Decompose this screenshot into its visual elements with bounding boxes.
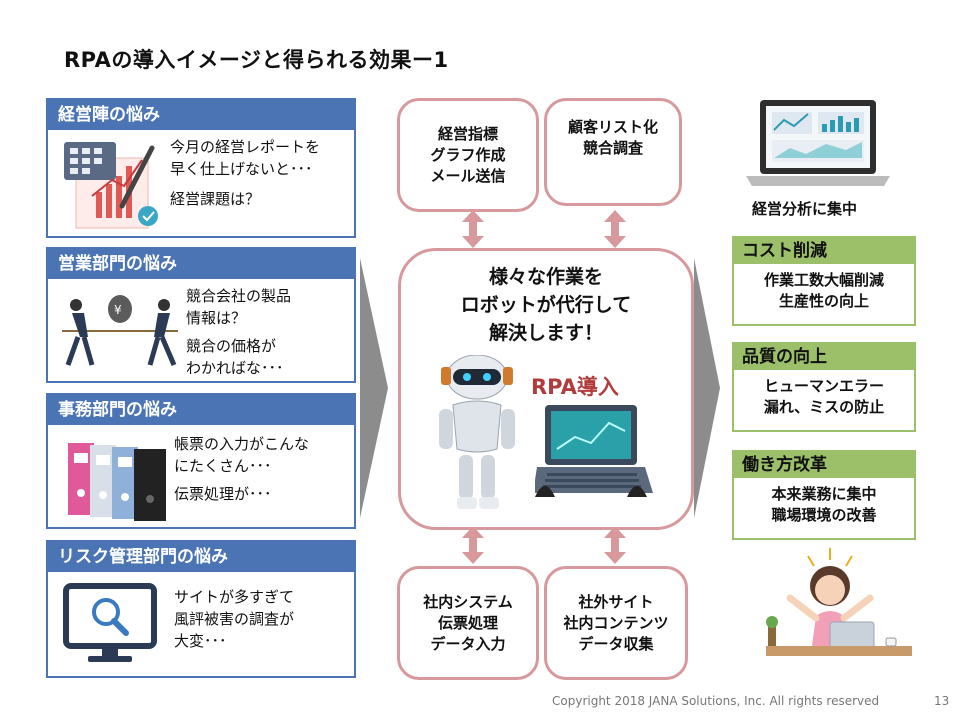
report-chart-icon (64, 142, 158, 229)
pain-box-office: 事務部門の悩み 帳票の入力がこんな にたくさん･･･ 伝票処理が･･･ (46, 393, 356, 529)
double-arrow-icon (604, 210, 626, 248)
double-arrow-icon (462, 210, 484, 248)
effect-body: 作業工数大幅削減 生産性の向上 (763, 271, 884, 310)
flow-arrow-right (694, 258, 720, 518)
task-box-management-report: 経営指標 グラフ作成 メール送信 (397, 98, 539, 212)
double-arrow-icon (462, 526, 484, 564)
effect-box-workstyle: 働き方改革 本来業務に集中 職場環境の改善 (732, 450, 916, 540)
double-arrow-icon (604, 526, 626, 564)
tug-of-war-icon: ¥ (62, 295, 178, 366)
page-number: 13 (934, 694, 950, 708)
rpa-message: 様々な作業を ロボットが代行して 解決します！ (460, 266, 632, 344)
effect-box-cost: コスト削減 作業工数大幅削減 生産性の向上 (732, 236, 916, 326)
pain-text: 帳票の入力がこんな にたくさん･･･ 伝票処理が･･･ (174, 435, 310, 503)
effect-header: 品質の向上 (734, 344, 914, 370)
task-box-external-site: 社外サイト 社内コンテンツ データ収集 (544, 566, 688, 680)
flow-arrow-left (360, 258, 388, 518)
robot-icon (439, 355, 515, 509)
pain-box-risk: リスク管理部門の悩み サイトが多すぎて 風評被害の調査が 大変･･･ (46, 540, 356, 678)
pain-header: 事務部門の悩み (48, 395, 354, 425)
pain-text: サイトが多すぎて 風評被害の調査が 大変･･･ (174, 588, 295, 650)
analysis-caption: 経営分析に集中 (752, 200, 858, 218)
laptop-dashboard-icon (746, 100, 890, 186)
pain-box-sales: 営業部門の悩み ¥ 競合会社の製品 情報は？ 競合の価格が わかればな･･･ (46, 247, 356, 383)
effect-box-quality: 品質の向上 ヒューマンエラー 漏れ、ミスの防止 (732, 342, 916, 432)
copyright: Copyright 2018 JANA Solutions, Inc. All … (552, 694, 880, 708)
pain-header: 営業部門の悩み (48, 249, 354, 279)
effect-body: 本来業務に集中 職場環境の改善 (771, 485, 877, 524)
svg-text:¥: ¥ (114, 303, 122, 317)
effect-body: ヒューマンエラー 漏れ、ミスの防止 (763, 377, 885, 416)
pain-box-management: 経営陣の悩み 今月の経営レポートを 早く仕上げないと･･･ 経営課題は？ (46, 98, 356, 238)
monitor-search-icon (63, 583, 157, 662)
task-box-internal-system: 社内システム 伝票処理 データ入力 (397, 566, 539, 680)
slide-title: RPAの導入イメージと得られる効果ー1 (64, 48, 449, 72)
pain-text: 今月の経営レポートを 早く仕上げないと･･･ 経営課題は？ (170, 138, 321, 208)
happy-worker-icon (766, 548, 912, 656)
rpa-label: RPA導入 (531, 375, 619, 399)
effect-header: 働き方改革 (734, 452, 914, 478)
task-box-customer-list: 顧客リスト化 競合調査 (544, 98, 682, 206)
pain-header: 経営陣の悩み (48, 100, 354, 130)
rpa-center-box: 様々な作業を ロボットが代行して 解決します！ RPA導入 (398, 248, 694, 530)
pain-text: 競合会社の製品 情報は？ 競合の価格が わかればな･･･ (186, 287, 292, 377)
pain-header: リスク管理部門の悩み (48, 542, 354, 572)
effect-header: コスト削減 (734, 238, 914, 264)
laptop-robot-hands-icon (535, 405, 653, 497)
binders-icon (68, 443, 166, 521)
